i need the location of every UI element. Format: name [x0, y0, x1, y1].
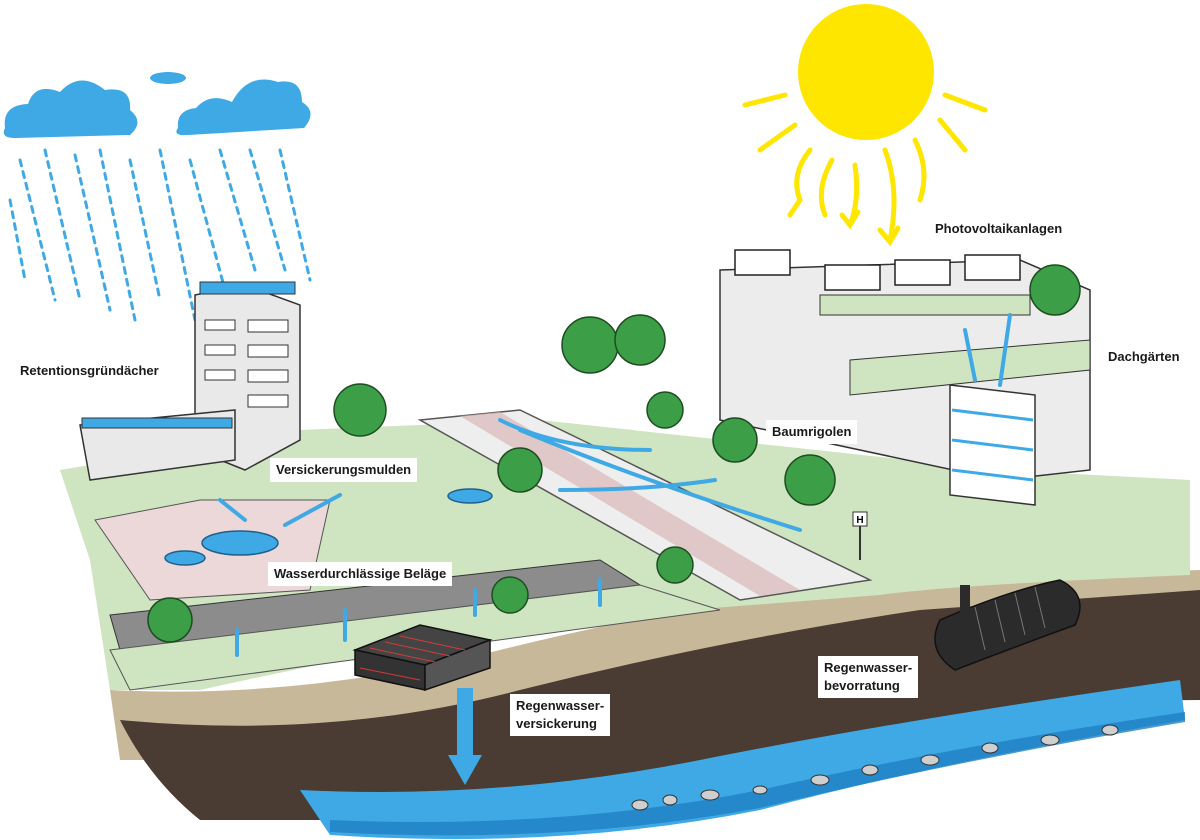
- label-photovoltaikanlagen: Photovoltaikanlagen: [935, 221, 1063, 236]
- crate-side: [424, 638, 491, 692]
- rainwater-tank: [934, 579, 1081, 671]
- tank-ribs: [974, 586, 1046, 651]
- tree: [333, 383, 387, 437]
- swale-pond-2: [164, 550, 206, 566]
- infiltration-arrow-head: [448, 755, 482, 785]
- infiltration-swales: [164, 488, 493, 566]
- bus-stop-letter: H: [856, 515, 863, 526]
- tree: [712, 417, 758, 463]
- cloud-right: [176, 79, 311, 136]
- rain-clouds: [3, 72, 311, 138]
- groundwater-river: [300, 680, 1185, 840]
- bus-stop: H: [852, 511, 868, 560]
- label-regenwasser-bevorratung: Regenwasser- bevorratung: [818, 656, 919, 698]
- cloud-left: [3, 80, 138, 138]
- trees: [147, 264, 1081, 643]
- tree: [656, 546, 694, 584]
- label-baumrigolen: Baumrigolen: [766, 420, 858, 444]
- swale-pond-1: [201, 530, 279, 556]
- roof-garden-strip: [849, 339, 1091, 396]
- tree: [561, 316, 619, 374]
- tank-riser: [960, 585, 970, 615]
- tree: [614, 314, 666, 366]
- label-wasserdurchlaessige-belaege: Wasserdurchlässige Beläge: [268, 562, 453, 586]
- soil-layer: [120, 590, 1200, 820]
- infiltration-arrow-shaft: [457, 688, 473, 758]
- tree: [784, 454, 836, 506]
- crate-red-grid: [359, 635, 466, 681]
- bus-stop-sign: [852, 511, 868, 527]
- underground: [110, 570, 1200, 840]
- sun: [742, 4, 988, 247]
- tree: [497, 447, 543, 493]
- label-versickerungsmulden: Versickerungsmulden: [270, 458, 418, 482]
- cloud-small: [150, 72, 186, 84]
- tank-body: [934, 579, 1081, 671]
- tree: [1029, 264, 1081, 316]
- tree: [491, 576, 529, 614]
- solar-panels: [734, 249, 1021, 291]
- label-retentionsgruendaecher: Retentionsgründächer: [20, 363, 159, 378]
- tree: [147, 597, 193, 643]
- swale-pond-3: [447, 488, 493, 504]
- apartment-windows: [204, 319, 289, 408]
- infiltration-crate: [352, 624, 493, 692]
- tree: [646, 391, 684, 429]
- label-dachgaerten: Dachgärten: [1108, 349, 1180, 364]
- groundwater-dark-band: [330, 712, 1185, 836]
- green-roof-low: [81, 417, 233, 429]
- terrace-bands: [951, 408, 1034, 482]
- left-buildings: [79, 281, 301, 481]
- sun-disc: [798, 4, 934, 140]
- gravel-stones: [631, 724, 1119, 811]
- sun-rays: [742, 92, 988, 247]
- greenhouse-roof: [819, 294, 1031, 316]
- bike-lane: [460, 412, 800, 596]
- rain-streaks: [8, 148, 312, 322]
- green-roof-tall: [199, 281, 296, 295]
- label-regenwasser-versickerung: Regenwasser- versickerung: [510, 694, 611, 736]
